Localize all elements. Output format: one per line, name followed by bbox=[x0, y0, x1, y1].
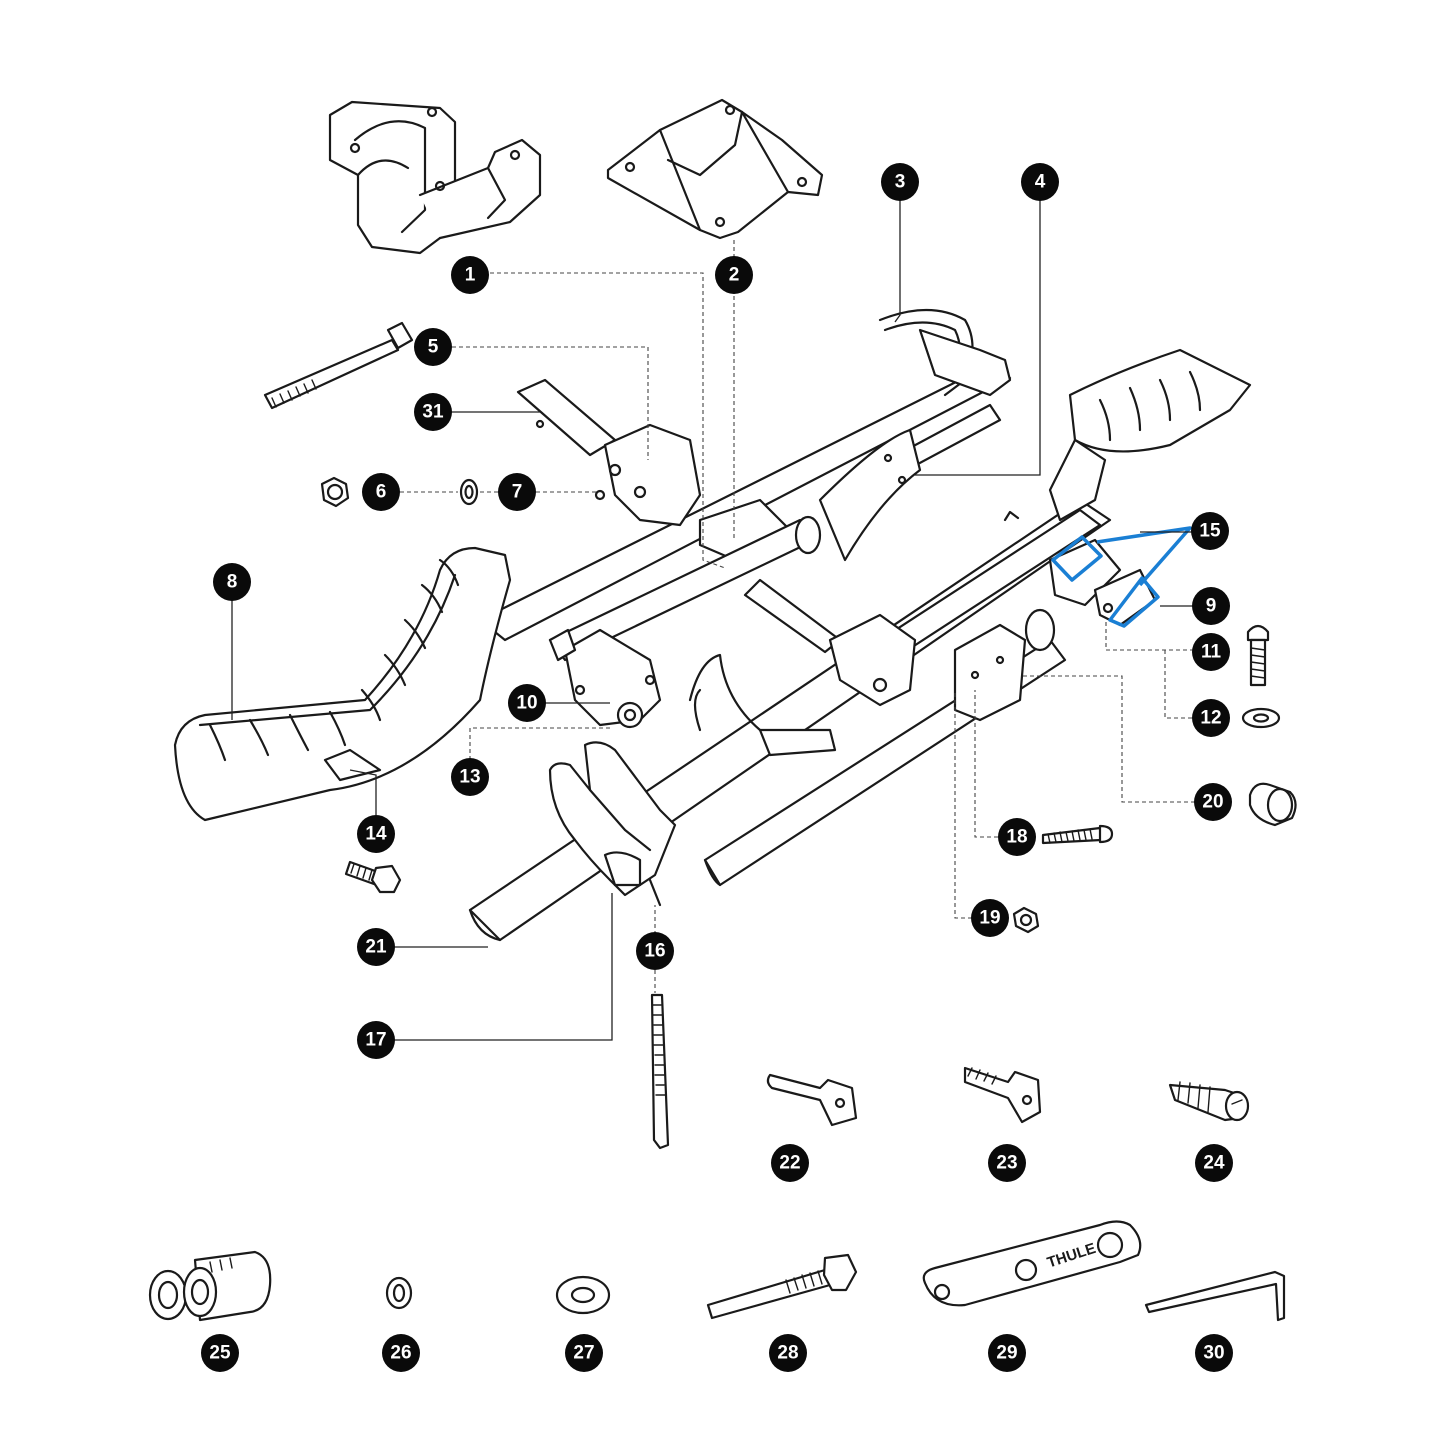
callout-10: 10 bbox=[508, 684, 546, 722]
part-1-bracket bbox=[328, 100, 542, 255]
callout-8: 8 bbox=[213, 563, 251, 601]
callouts: 1 2 3 4 5 6 7 8 9 10 11 12 13 14 15 16 1… bbox=[201, 163, 1233, 1372]
part-23-key bbox=[963, 1066, 1042, 1124]
svg-text:8: 8 bbox=[227, 572, 238, 593]
part-15-highlight bbox=[1051, 526, 1192, 628]
callout-22: 22 bbox=[771, 1144, 809, 1182]
callout-28: 28 bbox=[769, 1334, 807, 1372]
callout-25: 25 bbox=[201, 1334, 239, 1372]
part-22-key-blank bbox=[766, 1073, 858, 1127]
part-26-lock-washer bbox=[385, 1276, 413, 1310]
callout-16: 16 bbox=[636, 932, 674, 970]
part-17-ratchet-arm bbox=[548, 741, 677, 907]
svg-text:11: 11 bbox=[1201, 642, 1222, 663]
svg-text:29: 29 bbox=[996, 1343, 1017, 1364]
callout-3: 3 bbox=[881, 163, 919, 201]
callout-15: 15 bbox=[1191, 512, 1229, 550]
part-19-nut bbox=[1012, 906, 1040, 934]
svg-text:1: 1 bbox=[465, 265, 476, 286]
svg-text:19: 19 bbox=[979, 908, 1000, 929]
svg-text:13: 13 bbox=[459, 767, 480, 788]
part-12-washer bbox=[1241, 707, 1281, 729]
part-18-screw bbox=[1041, 824, 1114, 845]
svg-text:25: 25 bbox=[209, 1343, 231, 1364]
part-2-bracket bbox=[606, 98, 824, 240]
callout-12: 12 bbox=[1192, 699, 1230, 737]
callout-5: 5 bbox=[414, 328, 452, 366]
svg-text:12: 12 bbox=[1200, 708, 1221, 729]
callout-30: 30 bbox=[1195, 1334, 1233, 1372]
part-30-allen-key bbox=[1144, 1270, 1286, 1322]
callout-29: 29 bbox=[988, 1334, 1026, 1372]
svg-text:9: 9 bbox=[1206, 596, 1217, 617]
callout-6: 6 bbox=[362, 473, 400, 511]
part-25-lock-core bbox=[148, 1250, 272, 1322]
callout-17: 17 bbox=[357, 1021, 395, 1059]
svg-text:26: 26 bbox=[390, 1343, 411, 1364]
svg-text:23: 23 bbox=[996, 1153, 1017, 1174]
part-28-hitch-pin bbox=[706, 1253, 858, 1320]
part-8-wheel-tray bbox=[173, 546, 512, 822]
svg-text:16: 16 bbox=[644, 941, 665, 962]
part-7-washer bbox=[459, 478, 479, 506]
part-11-button-screw bbox=[1246, 624, 1270, 687]
svg-text:3: 3 bbox=[895, 172, 906, 193]
callout-13: 13 bbox=[451, 758, 489, 796]
part-6-nut bbox=[320, 476, 350, 508]
callout-9: 9 bbox=[1192, 587, 1230, 625]
svg-text:7: 7 bbox=[512, 482, 523, 503]
callout-4: 4 bbox=[1021, 163, 1059, 201]
svg-text:15: 15 bbox=[1199, 521, 1221, 542]
callout-18: 18 bbox=[998, 818, 1036, 856]
part-14-hex-screw bbox=[344, 860, 402, 894]
callout-19: 19 bbox=[971, 899, 1009, 937]
callout-23: 23 bbox=[988, 1144, 1026, 1182]
main-frame bbox=[478, 308, 1012, 662]
svg-text:22: 22 bbox=[779, 1153, 800, 1174]
callout-7: 7 bbox=[498, 473, 536, 511]
callout-26: 26 bbox=[382, 1334, 420, 1372]
part-29-wrench: THULE bbox=[922, 1220, 1142, 1307]
callout-21: 21 bbox=[357, 928, 395, 966]
callout-14: 14 bbox=[357, 815, 395, 853]
callout-2: 2 bbox=[715, 256, 753, 294]
part-10-clamp bbox=[548, 628, 662, 729]
svg-text:6: 6 bbox=[376, 482, 387, 503]
callout-27: 27 bbox=[565, 1334, 603, 1372]
svg-text:18: 18 bbox=[1006, 827, 1027, 848]
part-24-lock-cylinder bbox=[1168, 1081, 1250, 1122]
callout-31: 31 bbox=[414, 393, 452, 431]
svg-text:4: 4 bbox=[1035, 172, 1046, 193]
leader-lines bbox=[231, 200, 1210, 1041]
svg-text:24: 24 bbox=[1203, 1153, 1225, 1174]
part-5-long-bolt bbox=[263, 321, 414, 410]
svg-text:31: 31 bbox=[422, 402, 444, 423]
svg-text:28: 28 bbox=[777, 1343, 798, 1364]
callout-20: 20 bbox=[1194, 783, 1232, 821]
svg-text:21: 21 bbox=[365, 937, 387, 958]
part-27-flat-washer bbox=[555, 1275, 611, 1315]
svg-text:2: 2 bbox=[729, 265, 740, 286]
svg-text:30: 30 bbox=[1203, 1343, 1224, 1364]
svg-text:27: 27 bbox=[573, 1343, 594, 1364]
svg-text:17: 17 bbox=[365, 1030, 386, 1051]
svg-text:10: 10 bbox=[516, 693, 537, 714]
callout-11: 11 bbox=[1192, 633, 1230, 671]
callout-1: 1 bbox=[451, 256, 489, 294]
part-20-end-cap bbox=[1248, 782, 1297, 827]
callout-24: 24 bbox=[1195, 1144, 1233, 1182]
svg-text:5: 5 bbox=[428, 337, 439, 358]
svg-text:20: 20 bbox=[1202, 792, 1223, 813]
part-16-strap bbox=[650, 993, 670, 1150]
svg-text:14: 14 bbox=[365, 824, 387, 845]
